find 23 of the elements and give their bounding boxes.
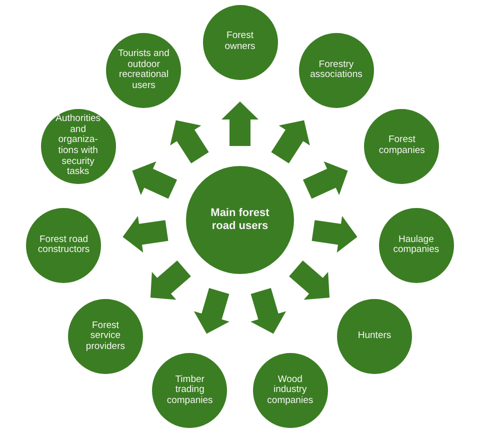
node-label: Forest road constructors [36,234,91,256]
block-arrow [222,102,258,146]
hub-label: Main forest road users [210,207,270,233]
block-arrow [250,288,286,334]
block-arrow [289,260,330,300]
block-arrow [132,161,178,199]
node-label: Forest service providers [84,320,126,353]
block-arrow [271,120,310,164]
node-label: Hunters [356,331,392,342]
node-label: Forest companies [378,135,426,157]
block-arrow [194,288,230,334]
node-label: Forest owners [224,31,256,53]
node-label: Haulage companies [392,234,440,256]
node-label: Tourists and outdoor recreational users [117,48,170,92]
block-arrow [312,216,358,253]
node-label: Forestry associations [309,60,364,81]
block-arrow [302,161,348,199]
node-label: Authorities and organiza-tions with security tasks [54,114,102,178]
node-label: Timber trading companies [166,374,214,407]
node-label: Wood industry companies [266,374,314,407]
block-arrow [150,260,191,300]
block-arrow [170,120,209,164]
block-arrow [122,216,168,253]
